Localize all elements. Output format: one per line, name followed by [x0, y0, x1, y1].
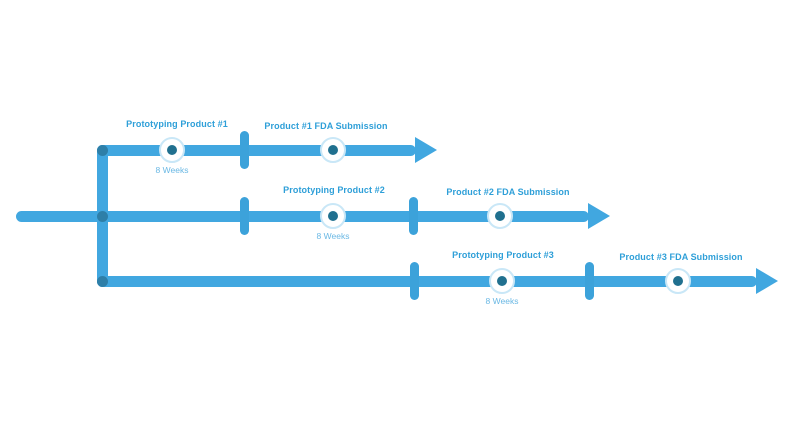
branch-2-duration-label: 8 Weeks: [316, 231, 350, 241]
branch-3-tick: [410, 262, 419, 300]
branch-1-prototyping-milestone: [159, 137, 185, 163]
branch-1-submission-milestone: [320, 137, 346, 163]
branch-3-submission-milestone: [665, 268, 691, 294]
branch-2-prototyping-milestone: [320, 203, 346, 229]
branch-2-tick: [240, 197, 249, 235]
branch-1-submission-label: Product #1 FDA Submission: [264, 121, 388, 131]
branch-1-tick: [240, 131, 249, 169]
branch-3-arrowhead-icon: [756, 268, 778, 294]
branch-1-arrowhead-icon: [415, 137, 437, 163]
milestone-dot-icon: [328, 211, 338, 221]
branch-3-tick: [585, 262, 594, 300]
branch-2-submission-label: Product #2 FDA Submission: [446, 187, 570, 197]
branch-1-prototyping-label: Prototyping Product #1: [126, 119, 228, 129]
branch-1-junction-dot: [97, 145, 108, 156]
branch-3-junction-dot: [97, 276, 108, 287]
milestone-dot-icon: [673, 276, 683, 286]
branch-3-prototyping-label: Prototyping Product #3: [452, 250, 554, 260]
branch-2-tick: [409, 197, 418, 235]
branch-3-prototyping-milestone: [489, 268, 515, 294]
branch-3-line: [97, 276, 757, 287]
branch-1-line: [97, 145, 416, 156]
branch-2-prototyping-label: Prototyping Product #2: [283, 185, 385, 195]
branch-2-junction-dot: [97, 211, 108, 222]
milestone-dot-icon: [497, 276, 507, 286]
milestone-dot-icon: [167, 145, 177, 155]
branch-3-submission-label: Product #3 FDA Submission: [619, 252, 743, 262]
branch-2-arrowhead-icon: [588, 203, 610, 229]
milestone-dot-icon: [495, 211, 505, 221]
branch-1-duration-label: 8 Weeks: [155, 165, 189, 175]
milestone-dot-icon: [328, 145, 338, 155]
branch-2-submission-milestone: [487, 203, 513, 229]
feeder-line: [16, 211, 107, 222]
branch-3-duration-label: 8 Weeks: [485, 296, 519, 306]
